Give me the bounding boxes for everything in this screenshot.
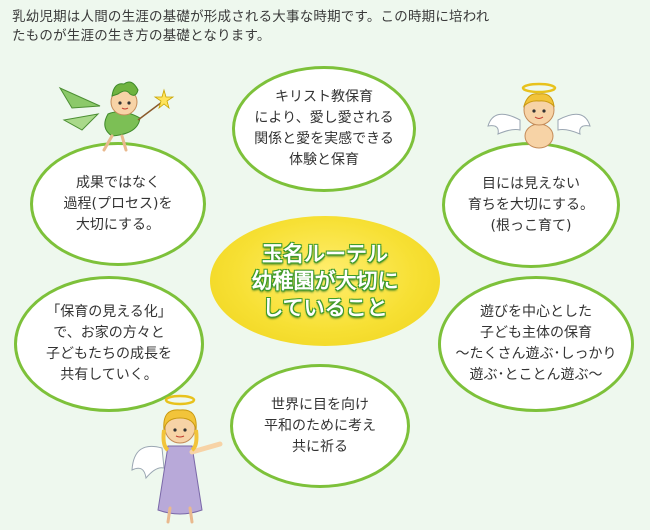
bubble-invisible-growth: 目には見えない 育ちを大切にする。 (根っこ育て) bbox=[442, 142, 620, 268]
bubble-line: 大切にする。 bbox=[75, 216, 161, 233]
bubble-line: 子ども主体の保育 bbox=[480, 325, 592, 341]
cherub-angel-icon bbox=[487, 82, 591, 149]
intro-line-2: たものが生涯の生き方の基礎となります。 bbox=[12, 28, 271, 44]
bubble-line: 成果ではなく bbox=[76, 174, 160, 191]
center-title-line: 幼稚園が大切に bbox=[251, 268, 399, 293]
bubble-line: 関係と愛を実感できる bbox=[254, 131, 394, 147]
bubble-line: 共有していく。 bbox=[60, 367, 158, 383]
bubble-line: 〜たくさん遊ぶ･しっかり bbox=[455, 346, 617, 362]
intro-text: 乳幼児期は人間の生涯の基礎が形成される大事な時期です。この時期に培われ たものが… bbox=[12, 8, 642, 46]
center-title-line: 玉名ルーテル bbox=[262, 241, 388, 266]
bubble-line: 共に祈る bbox=[292, 438, 348, 455]
bubble-line: 子どもたちの成長を bbox=[46, 346, 172, 362]
angel-girl-icon bbox=[131, 394, 223, 524]
bubble-line: 育ちを大切にする。 bbox=[467, 196, 595, 213]
intro-line-1: 乳幼児期は人間の生涯の基礎が形成される大事な時期です。この時期に培われ bbox=[12, 9, 490, 25]
bubble-line: 「保育の見える化」 bbox=[46, 304, 172, 320]
bubble-world-peace: 世界に目を向け 平和のために考え 共に祈る bbox=[230, 364, 410, 488]
bubble-line: により、愛し愛される bbox=[254, 110, 394, 126]
bubble-christian-education: キリスト教保育 により、愛し愛される 関係と愛を実感できる 体験と保育 bbox=[232, 66, 416, 192]
bubble-line: 過程(プロセス)を bbox=[63, 195, 173, 212]
bubble-line: 遊びを中心とした bbox=[480, 304, 592, 320]
bubble-line: (根っこ育て) bbox=[490, 217, 572, 234]
bubble-line: 世界に目を向け bbox=[271, 396, 369, 413]
bubble-line: 遊ぶ･とことん遊ぶ〜 bbox=[469, 367, 603, 383]
bubble-line: で、お家の方々と bbox=[53, 325, 165, 341]
bubble-line: 平和のために考え bbox=[264, 417, 376, 434]
fairy-with-wand-icon bbox=[58, 81, 175, 152]
bubble-line: 目には見えない bbox=[482, 175, 580, 192]
bubble-play-centered: 遊びを中心とした 子ども主体の保育 〜たくさん遊ぶ･しっかり 遊ぶ･とことん遊ぶ… bbox=[438, 276, 634, 412]
center-title-line: していること bbox=[262, 295, 388, 320]
bubble-line: キリスト教保育 bbox=[275, 89, 373, 105]
bubble-line: 体験と保育 bbox=[289, 152, 359, 168]
center-title: 玉名ルーテル 幼稚園が大切に していること bbox=[210, 216, 440, 346]
bubble-process-over-results: 成果ではなく 過程(プロセス)を 大切にする。 bbox=[30, 142, 206, 266]
bubble-visible-childcare: 「保育の見える化」 で、お家の方々と 子どもたちの成長を 共有していく。 bbox=[14, 276, 204, 412]
